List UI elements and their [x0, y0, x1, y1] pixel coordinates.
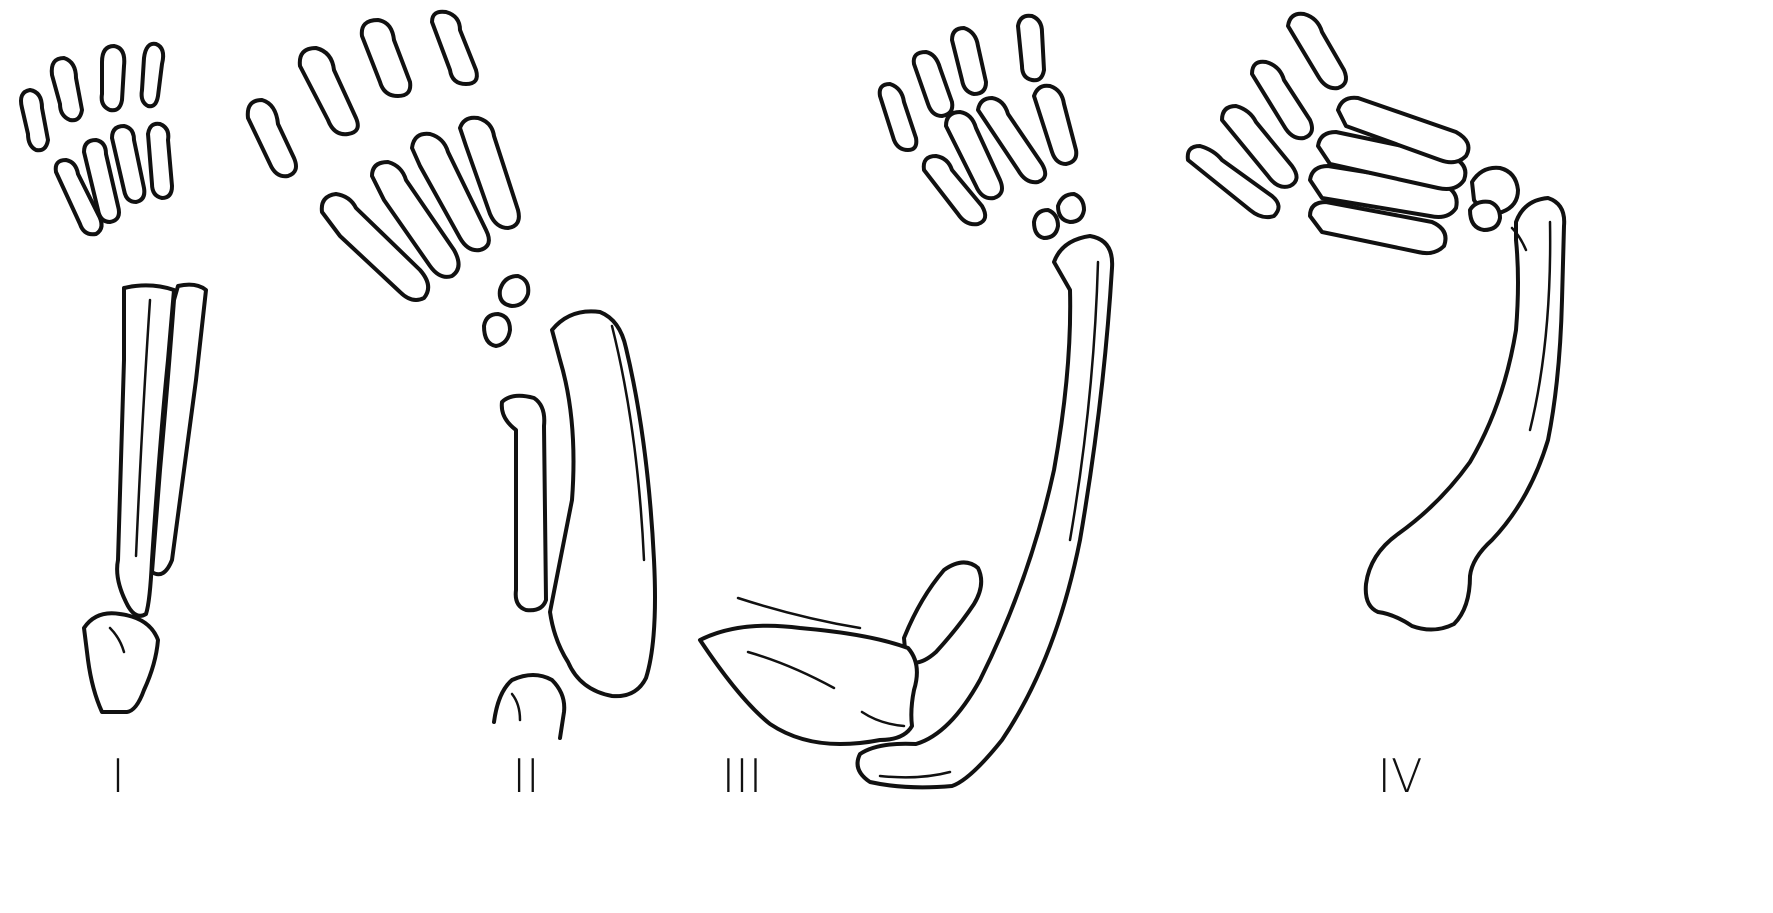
panel-iii-carpals: [1034, 194, 1084, 238]
panel-iii: III: [700, 16, 1112, 803]
panel-ii-proximal-phalanges: [322, 118, 519, 300]
panel-iv-proximal-phalanges: [1310, 98, 1468, 253]
panel-i-forearm-bones: [117, 285, 206, 616]
panel-iv-carpals: [1470, 168, 1518, 230]
panel-ii-carpals: [484, 276, 528, 346]
panel-ii: II: [248, 12, 655, 803]
panel-i-proximal-phalanges: [56, 124, 172, 235]
panel-i-elbow-stump: [84, 613, 158, 712]
panel-iv-humerus: [1366, 198, 1564, 630]
panel-iii-fibula: [904, 562, 981, 662]
panel-i-distal-phalanges: [21, 44, 163, 151]
panel-ii-elbow-stump: [494, 675, 564, 738]
panel-i-label: I: [111, 749, 125, 803]
panel-iv: IV: [1188, 14, 1564, 803]
panel-iii-tarsal-block: [700, 598, 917, 744]
panel-ii-label: II: [512, 749, 539, 803]
panel-i: I: [21, 44, 206, 803]
panel-iv-label: IV: [1377, 749, 1422, 803]
panel-iii-label: III: [722, 749, 763, 803]
panel-ii-ulna: [502, 396, 546, 611]
panel-ii-radius: [550, 311, 655, 696]
